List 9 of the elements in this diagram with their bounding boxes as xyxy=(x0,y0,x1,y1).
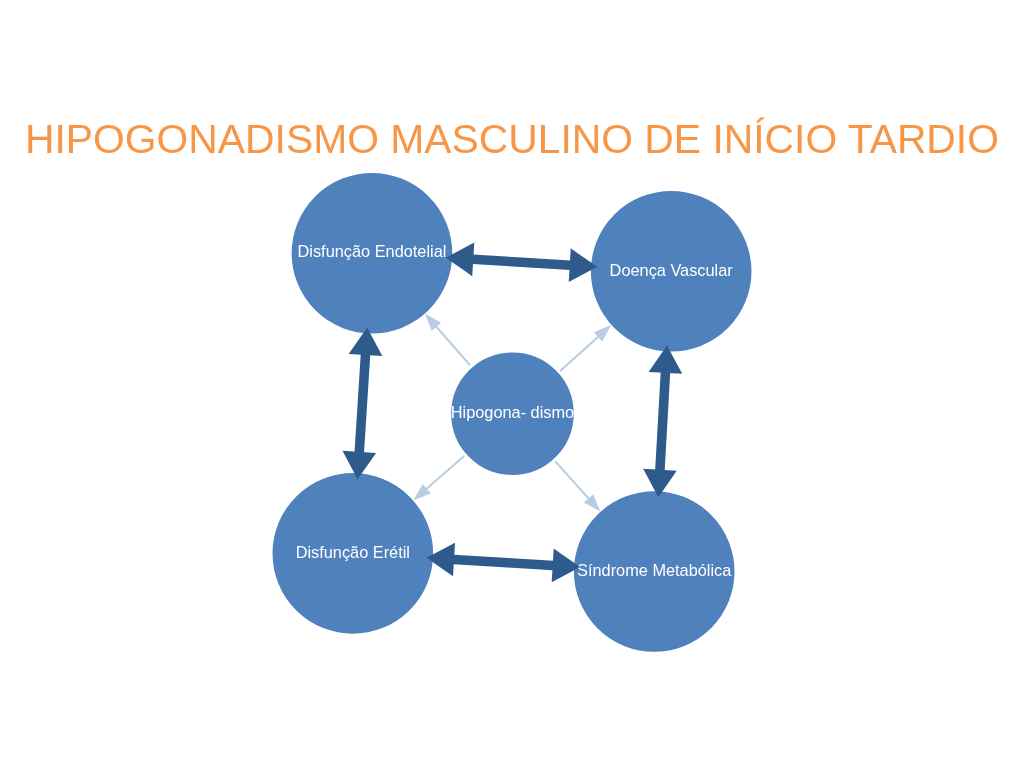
arrow xyxy=(445,242,598,282)
arrow xyxy=(424,313,471,366)
arrow xyxy=(413,454,465,500)
arrow xyxy=(559,324,612,372)
diagram-title: HIPOGONADISMO MASCULINO DE INÍCIO TARDIO xyxy=(25,115,999,162)
arrow xyxy=(554,460,601,512)
arrow xyxy=(342,327,383,479)
arrow xyxy=(426,542,581,582)
arrow xyxy=(643,344,683,497)
